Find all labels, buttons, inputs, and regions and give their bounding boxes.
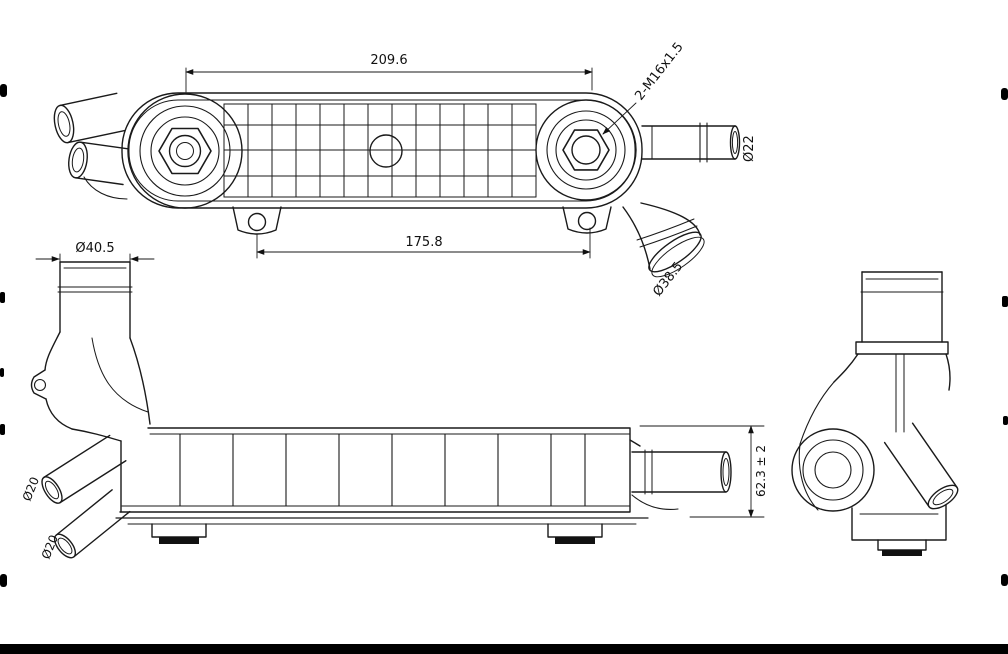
inlet-pipe [57, 261, 133, 339]
core-grid [223, 103, 537, 198]
elbow-diameter-label: Ø38.5 [650, 259, 686, 299]
side-view-dimensions [35, 253, 765, 518]
inlet-pipe-diameter-label: Ø40.5 [75, 241, 114, 256]
scan-artifacts [0, 84, 1008, 654]
mounting-tabs [232, 206, 612, 235]
right-boss [535, 99, 637, 201]
small-pipe-upper [41, 434, 127, 504]
base-plate [115, 517, 649, 544]
cooler-body-outline [121, 92, 643, 209]
left-boss [127, 93, 243, 209]
inlet-elbow-casting [30, 331, 151, 430]
thread-callout-label: 2-M16x1.5 [632, 40, 686, 104]
top-view-dimensions [185, 67, 637, 259]
end-view-pipe [855, 271, 949, 355]
end-view [791, 271, 959, 556]
elbow-pipe [622, 202, 705, 278]
bottom-black-bar [0, 644, 1008, 654]
side-right-stub [629, 439, 732, 510]
outlet-pipe-diameter-label: Ø22 [742, 135, 757, 162]
mount-hole-spacing-label: 175.8 [405, 235, 442, 250]
end-view-body [791, 353, 951, 512]
height-dimension-label: 62.3 ± 2 [754, 445, 768, 497]
cooler-body-side [71, 427, 631, 513]
outlet-pipe [641, 122, 741, 163]
top-view: 209.6 2-M16x1.5 Ø22 175.8 Ø38.5 [53, 40, 757, 299]
dim-overall-length-label: 209.6 [370, 53, 407, 68]
end-view-base [851, 504, 947, 556]
small-pipe-upper-diameter-label: Ø20 [20, 475, 42, 503]
centre-port [369, 134, 403, 168]
end-view-angled-pipe [883, 422, 959, 510]
side-view: Ø40.5 Ø20 Ø20 62.3 ± 2 [20, 241, 768, 561]
left-pipe-stubs [53, 92, 129, 200]
small-pipe-lower [53, 489, 131, 559]
